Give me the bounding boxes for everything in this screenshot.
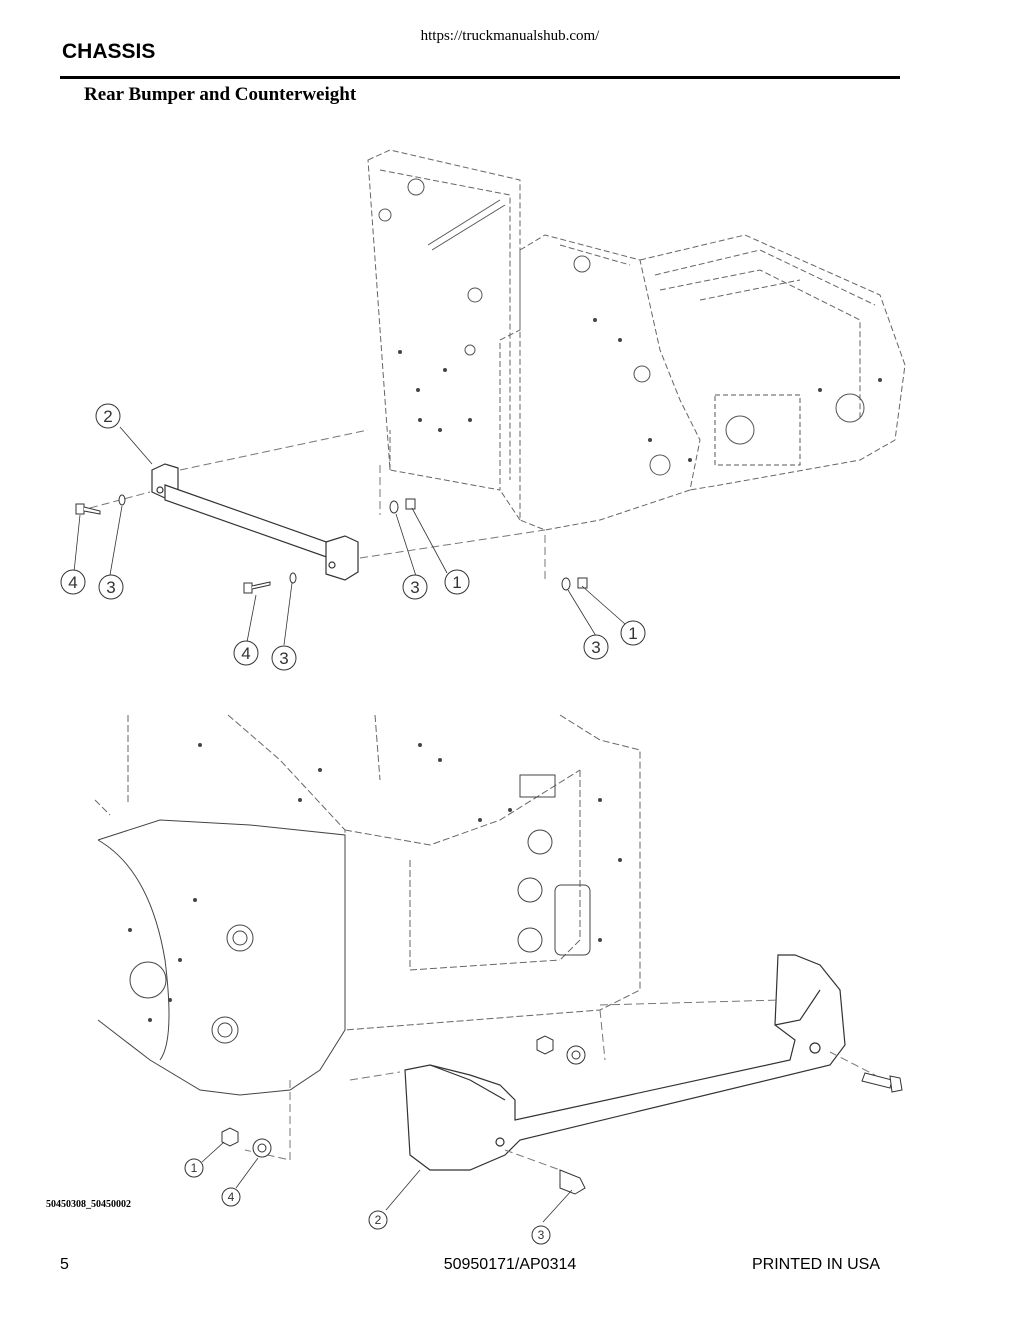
source-url: https://truckmanualshub.com/ xyxy=(420,28,600,44)
callout-3: 3 xyxy=(591,638,600,657)
callout-1: 1 xyxy=(191,1161,198,1175)
counterweight xyxy=(97,819,346,1096)
page-subtitle: Rear Bumper and Counterweight xyxy=(84,84,357,105)
callout-4: 4 xyxy=(228,1190,235,1204)
callout-4: 4 xyxy=(68,573,77,592)
callout-4: 4 xyxy=(241,644,250,663)
callout-3: 3 xyxy=(538,1228,545,1242)
callout-1: 1 xyxy=(628,624,637,643)
printed-in: PRINTED IN USA xyxy=(752,1256,881,1273)
exploded-view-bottom: 1 4 2 3 xyxy=(94,714,903,1245)
frame-upright-right xyxy=(519,234,701,531)
chassis-body xyxy=(639,234,906,491)
rear-bumper xyxy=(151,463,359,581)
callout-3: 3 xyxy=(106,578,115,597)
callout-2: 2 xyxy=(375,1213,382,1227)
document-number: 50950171/AP0314 xyxy=(443,1256,577,1273)
callout-2: 2 xyxy=(103,407,112,426)
callout-3: 3 xyxy=(279,649,288,668)
rear-bumper xyxy=(404,954,846,1171)
header-rule xyxy=(60,76,900,79)
drawing-id: 50450308_50450002 xyxy=(46,1199,131,1210)
frame-upright-left xyxy=(367,149,521,491)
callout-1: 1 xyxy=(452,573,461,592)
page-number: 5 xyxy=(60,1256,69,1273)
section-title: CHASSIS xyxy=(62,40,156,63)
callout-3: 3 xyxy=(410,578,419,597)
exploded-view-top: 2 4 3 4 3 3 1 3 1 xyxy=(60,149,906,671)
